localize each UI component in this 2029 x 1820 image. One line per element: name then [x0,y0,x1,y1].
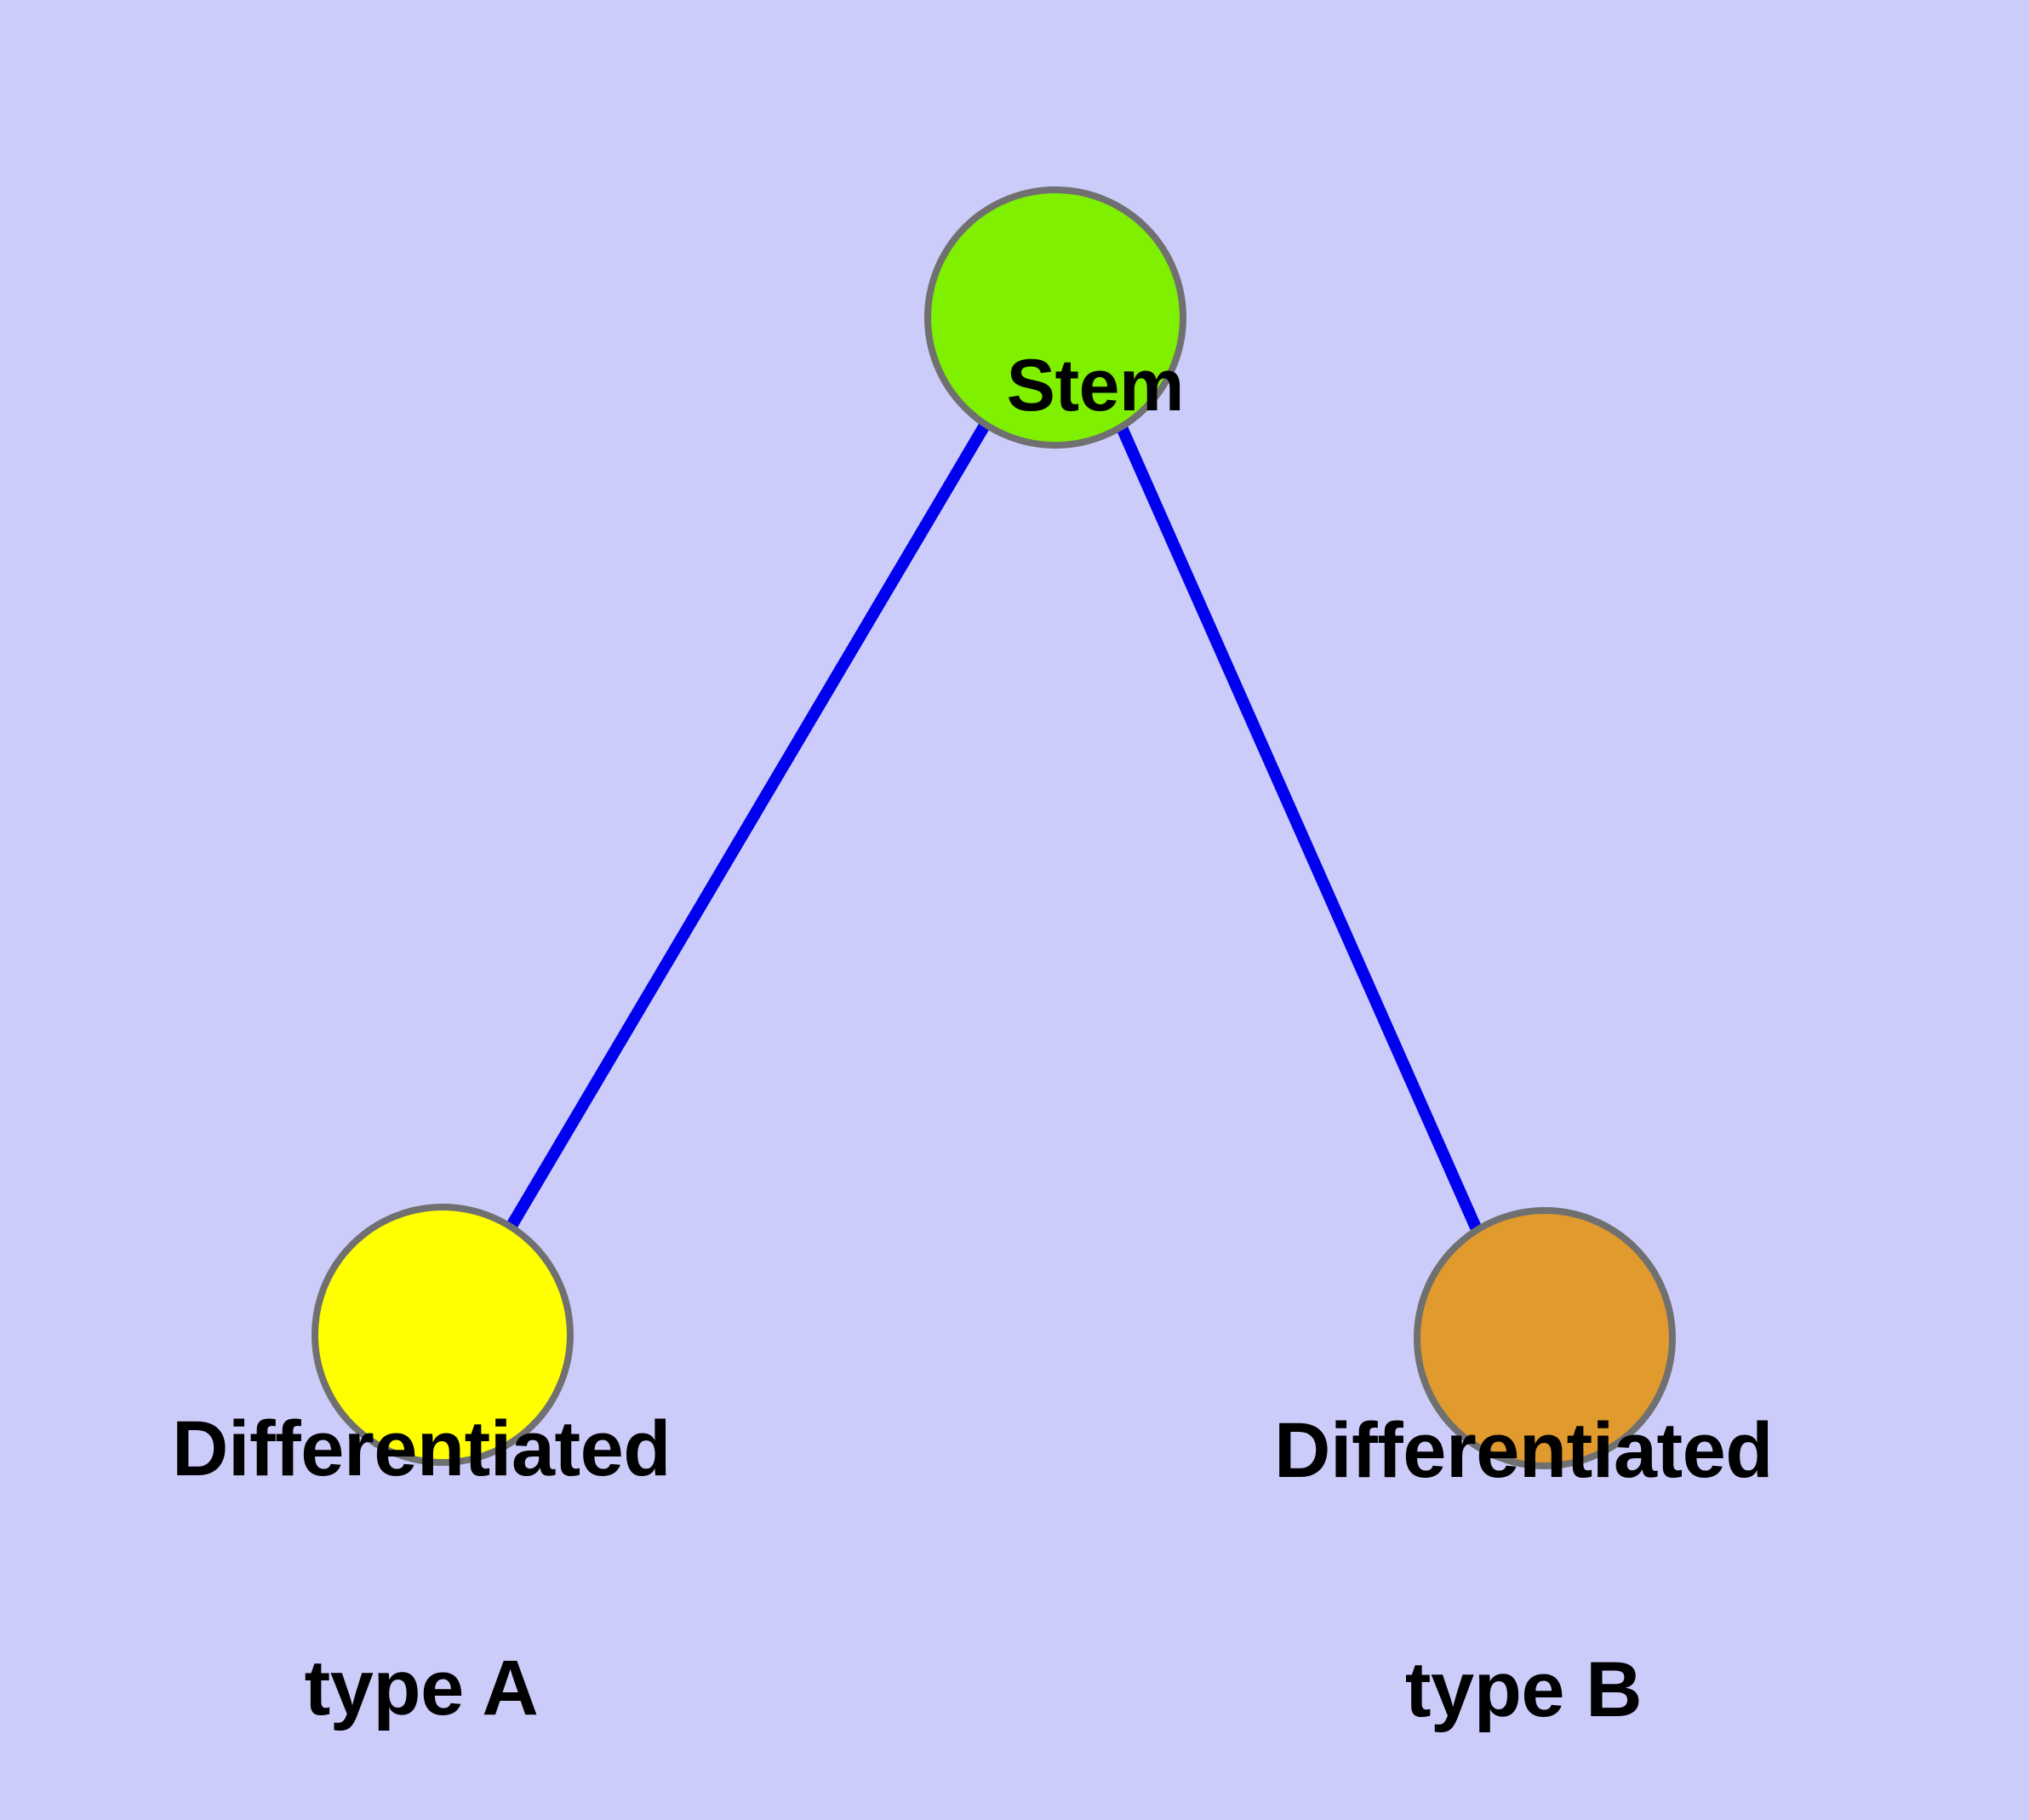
node-differentiated-type-a[interactable] [311,1204,574,1466]
node-differentiated-type-b[interactable] [1414,1207,1676,1469]
edge-stem-to-type-b[interactable] [1115,423,1482,1230]
edge-layer [506,421,1482,1230]
node-stem[interactable] [924,186,1186,449]
node-layer [311,186,1676,1469]
edge-stem-to-type-a[interactable] [506,421,992,1229]
